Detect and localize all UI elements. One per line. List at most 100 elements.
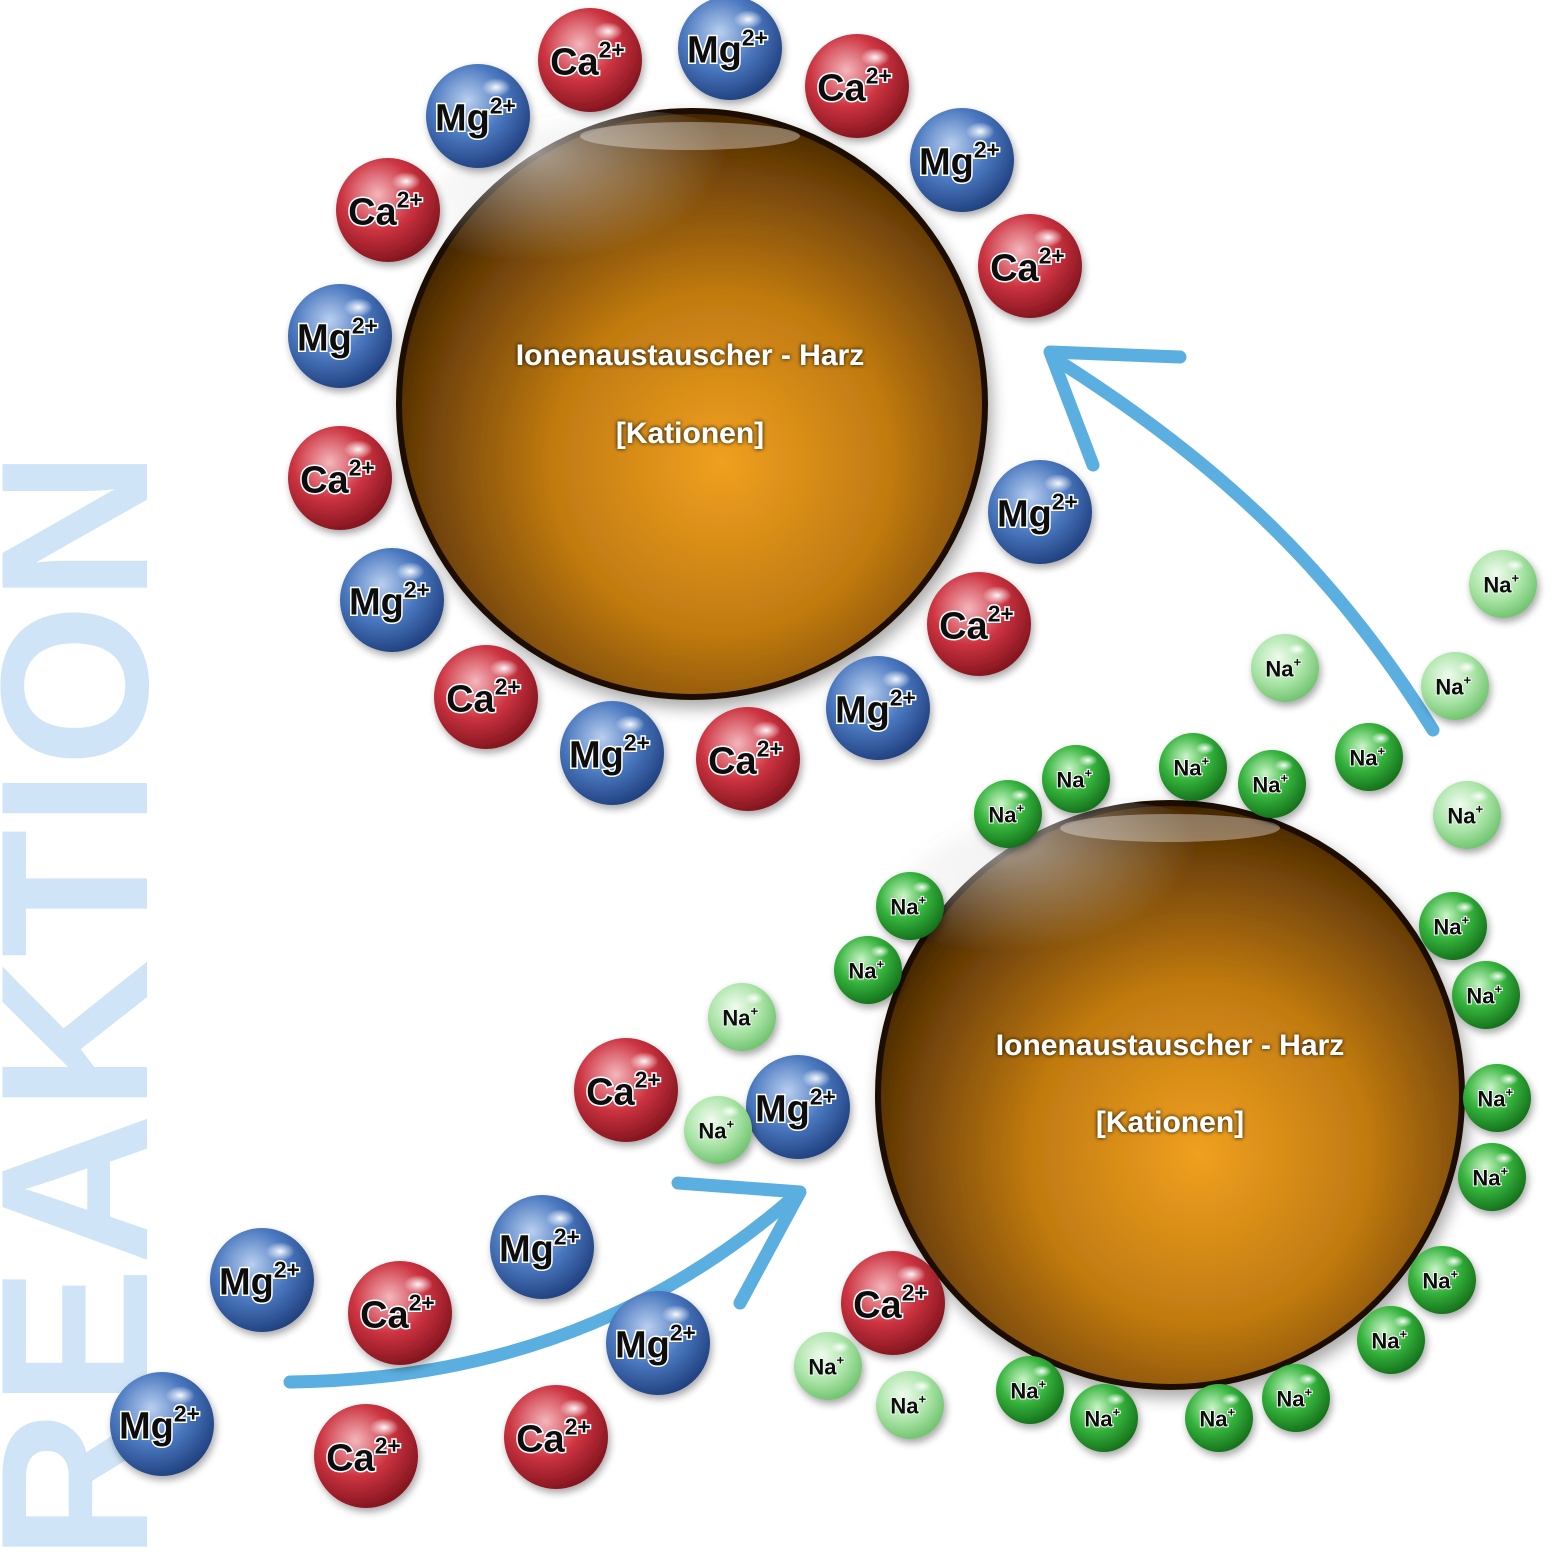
ion-layer: Ca2+Mg2+Ca2+Mg2+Ca2+Mg2+Ca2+Mg2+Ca2+Mg2+… (110, 0, 1537, 1508)
na-ion: Na+ (996, 1356, 1064, 1424)
ca-ion-label: Ca2+ (939, 600, 1014, 647)
ca-ion-label: Ca2+ (853, 1279, 928, 1326)
mg-ion-label: Mg2+ (755, 1083, 836, 1130)
ca-ion-label: Ca2+ (708, 735, 783, 782)
ca-ion: Ca2+ (348, 1261, 452, 1365)
mg-ion-label: Mg2+ (297, 312, 378, 359)
na-ion: Na+ (1458, 1143, 1526, 1211)
na-ion-faded: Na+ (794, 1332, 862, 1400)
na-ion-label: Na+ (1472, 1163, 1508, 1190)
na-ion-faded-label: Na+ (1435, 672, 1471, 699)
na-ion-faded-label: Na+ (1447, 801, 1483, 828)
mg-ion-highlight (395, 562, 425, 581)
na-ion-label: Na+ (1349, 743, 1385, 770)
mg-ion: Mg2+ (288, 284, 392, 388)
ca-ion-label: Ca2+ (326, 1432, 401, 1479)
ca-ion: Ca2+ (927, 572, 1031, 676)
ca-ion: Ca2+ (336, 158, 440, 262)
arrow-right-up (283, 1176, 807, 1389)
na-ion-faded-label: Na+ (1483, 570, 1519, 597)
mg-ion-highlight (343, 298, 373, 317)
ca-ion-label: Ca2+ (446, 673, 521, 720)
ca-ion-label: Ca2+ (300, 454, 375, 501)
na-ion-faded: Na+ (876, 1371, 944, 1439)
na-ion-faded-highlight (744, 992, 764, 1005)
ca-ion-label: Ca2+ (516, 1413, 591, 1460)
na-ion-highlight (1195, 742, 1215, 755)
na-ion-label: Na+ (1433, 912, 1469, 939)
mg-ion: Mg2+ (426, 64, 530, 168)
na-ion-label: Na+ (1010, 1376, 1046, 1403)
na-ion-faded: Na+ (708, 983, 776, 1051)
na-ion-highlight (1078, 754, 1098, 767)
ca-ion-label: Ca2+ (360, 1289, 435, 1336)
mg-ion-highlight (733, 10, 763, 29)
ca-ion-highlight (982, 586, 1012, 605)
mg-ion: Mg2+ (210, 1228, 314, 1332)
na-ion-faded-highlight (720, 1105, 740, 1118)
na-ion-faded: Na+ (1433, 781, 1501, 849)
mg-ion-highlight (801, 1069, 831, 1088)
na-ion-label: Na+ (1371, 1326, 1407, 1353)
ca-ion-label: Ca2+ (348, 186, 423, 233)
mg-ion-label: Mg2+ (119, 1400, 200, 1447)
na-ion-faded: Na+ (1251, 634, 1319, 702)
na-ion-faded: Na+ (1469, 550, 1537, 618)
resin-bead-1 (396, 108, 988, 700)
na-ion-label: Na+ (1199, 1404, 1235, 1431)
na-ion: Na+ (876, 872, 944, 940)
mg-ion-highlight (265, 1242, 295, 1261)
na-ion-faded-highlight (1457, 661, 1477, 674)
na-ion-faded-highlight (1505, 559, 1525, 572)
ca-ion-label: Ca2+ (817, 62, 892, 109)
mg-ion-label: Mg2+ (499, 1223, 580, 1270)
mg-ion: Mg2+ (678, 0, 782, 100)
resin-1-subtitle: [Kationen] (616, 417, 764, 450)
ca-ion: Ca2+ (805, 34, 909, 138)
ca-ion-label: Ca2+ (550, 36, 625, 83)
ca-ion-highlight (559, 1399, 589, 1418)
na-ion-highlight (1221, 1393, 1241, 1406)
mg-ion: Mg2+ (606, 1291, 710, 1395)
na-ion: Na+ (1408, 1246, 1476, 1314)
na-ion-faded: Na+ (1421, 652, 1489, 720)
na-ion-faded-highlight (830, 1341, 850, 1354)
na-ion: Na+ (1452, 961, 1520, 1029)
na-ion-highlight (1106, 1393, 1126, 1406)
mg-ion-highlight (965, 122, 995, 141)
na-ion-label: Na+ (988, 800, 1024, 827)
na-ion-highlight (1298, 1373, 1318, 1386)
ca-ion-highlight (593, 22, 623, 41)
na-ion-highlight (870, 945, 890, 958)
na-ion-faded-label: Na+ (1265, 654, 1301, 681)
na-ion-faded: Na+ (684, 1096, 752, 1164)
mg-ion-highlight (481, 78, 511, 97)
ca-ion-highlight (343, 440, 373, 459)
na-ion-highlight (1274, 759, 1294, 772)
ca-ion-highlight (369, 1418, 399, 1437)
na-ion: Na+ (1463, 1064, 1531, 1132)
ca-ion: Ca2+ (841, 1251, 945, 1355)
ca-ion-label: Ca2+ (990, 242, 1065, 289)
na-ion-label: Na+ (1276, 1384, 1312, 1411)
resin-1-title: Ionenaustauscher - Harz (516, 339, 864, 372)
mg-ion-label: Mg2+ (615, 1319, 696, 1366)
resin-2-title: Ionenaustauscher - Harz (996, 1029, 1344, 1062)
na-ion-highlight (1488, 970, 1508, 983)
ca-ion: Ca2+ (574, 1038, 678, 1142)
ca-ion-highlight (489, 659, 519, 678)
na-ion-highlight (1032, 1365, 1052, 1378)
na-ion-faded-label: Na+ (698, 1116, 734, 1143)
ca-ion: Ca2+ (314, 1404, 418, 1508)
na-ion-label: Na+ (848, 956, 884, 983)
ca-ion-highlight (391, 172, 421, 191)
mg-ion: Mg2+ (910, 108, 1014, 212)
ca-ion: Ca2+ (288, 426, 392, 530)
na-ion-faded-highlight (912, 1380, 932, 1393)
na-ion: Na+ (1419, 892, 1487, 960)
na-ion-highlight (1494, 1152, 1514, 1165)
ca-ion-highlight (629, 1052, 659, 1071)
na-ion-label: Na+ (1252, 770, 1288, 797)
ca-ion: Ca2+ (538, 8, 642, 112)
